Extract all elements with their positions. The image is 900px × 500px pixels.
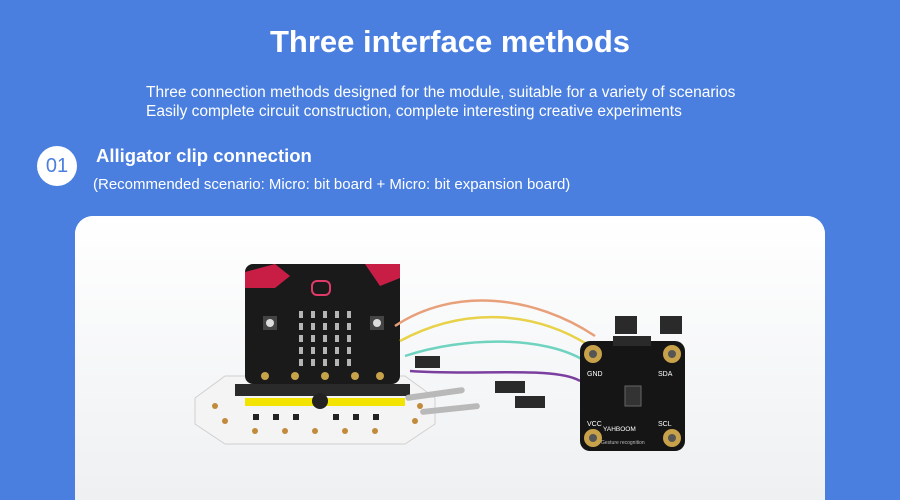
page-title: Three interface methods [269,24,631,59]
product-photo-card: GND SDA VCC SCL YAHBOOM Gesture recognit… [75,216,825,500]
page-subtitle: Three connection methods designed for th… [146,83,735,121]
section-title: Alligator clip connection [96,145,312,166]
gesture-module: GND SDA VCC SCL YAHBOOM Gesture recognit… [580,316,685,451]
expansion-board [194,375,436,445]
subtitle-line-1: Three connection methods designed for th… [146,84,736,101]
microbit-board [245,264,400,384]
wires [394,299,596,383]
section-note: (Recommended scenario: Micro: bit board … [93,176,571,193]
module-label-scl: SCL [658,421,672,428]
module-label-vcc: VCC [587,421,602,428]
product-photo-illustration: GND SDA VCC SCL YAHBOOM Gesture recognit… [75,216,825,500]
module-label-gnd: GND [587,371,603,378]
step-number-badge: 01 [37,146,77,186]
module-label-sda: SDA [658,371,673,378]
subtitle-line-2: Easily complete circuit construction, co… [146,103,682,120]
module-caption-label: Gesture recognition [601,440,645,446]
alligator-clips [405,356,545,415]
module-brand-label: YAHBOOM [603,426,636,433]
